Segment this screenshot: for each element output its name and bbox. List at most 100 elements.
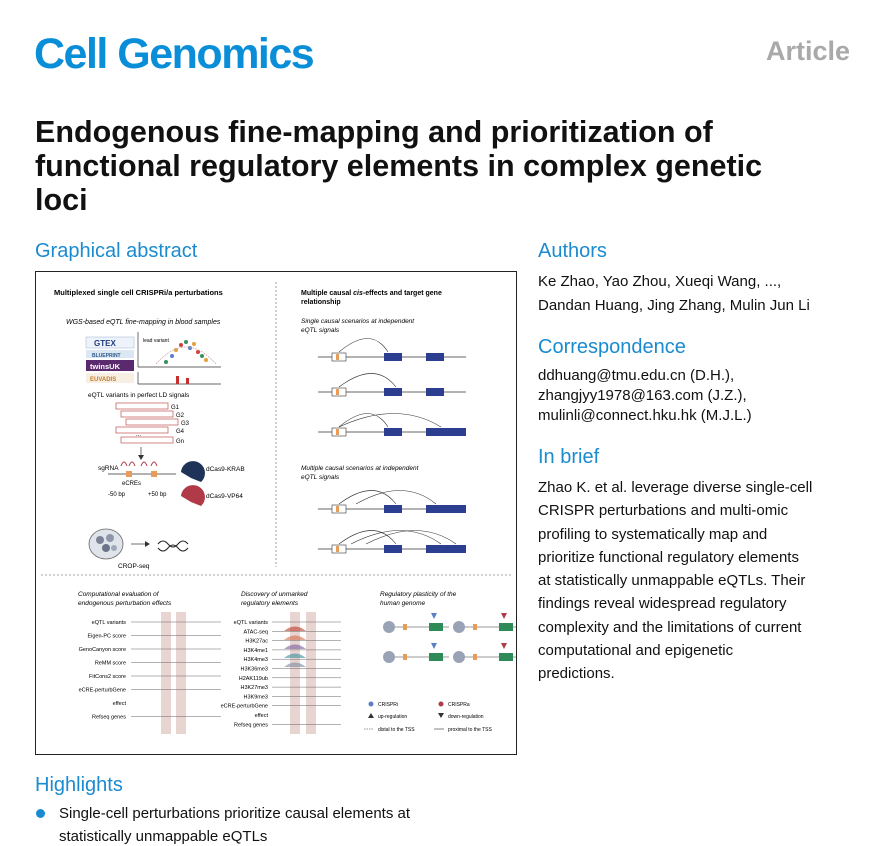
panel4-tracks: eQTL variantsATAC-seqH3K27acH3K4me1H3K4m… bbox=[221, 620, 341, 728]
mini-gene bbox=[499, 623, 513, 631]
regulatory-arc bbox=[338, 413, 389, 428]
lead-variant-label: lead variant bbox=[143, 338, 169, 344]
highlight-text: Single-cell perturbations prioritize cau… bbox=[59, 802, 495, 846]
regulatory-arc bbox=[338, 530, 397, 545]
dcas9-vp64-icon bbox=[181, 485, 205, 506]
in-brief-heading: In brief bbox=[538, 446, 600, 468]
track-label: Eigen-PC score bbox=[87, 634, 126, 640]
gene-block bbox=[384, 353, 402, 361]
regulatory-arc bbox=[365, 530, 457, 545]
track-label: eCRE-perturbGene bbox=[79, 688, 126, 694]
legend-down: down-regulation bbox=[448, 714, 484, 720]
track-label: H3K27me3 bbox=[240, 685, 268, 691]
panel3-title: Computational evaluation of bbox=[78, 591, 160, 598]
sgrna-label: sgRNA bbox=[98, 465, 119, 472]
regulation-arrow bbox=[431, 643, 437, 649]
brief-line: Zhao K. et al. leverage diverse single-c… bbox=[538, 479, 813, 496]
dcas9-icon bbox=[453, 651, 465, 663]
track-label: Refseq genes bbox=[234, 722, 268, 728]
track-label: H3K4me3 bbox=[244, 657, 268, 663]
journal-logo: Cell Genomics bbox=[34, 30, 315, 78]
signal-peak bbox=[284, 626, 306, 631]
causal-element bbox=[336, 354, 339, 360]
panel5-title-2: human genome bbox=[380, 600, 426, 607]
gene-block bbox=[426, 428, 466, 436]
group-ellipsis: ... bbox=[136, 432, 141, 438]
gene-block bbox=[426, 545, 466, 553]
correspondence-list: ddhuang@tmu.edu.cn (D.H.), zhangjyy1978@… bbox=[538, 366, 858, 426]
highlight-line: Single-cell perturbations prioritize cau… bbox=[59, 805, 411, 822]
plasticity-diagrams bbox=[383, 613, 519, 663]
highlights-heading: Highlights bbox=[35, 774, 123, 796]
brief-line: computational and epigenetic bbox=[538, 642, 734, 660]
group-gn: Gn bbox=[176, 439, 184, 445]
brief-line: findings reveal widespread regulatory bbox=[538, 595, 787, 613]
regulatory-arc bbox=[338, 490, 397, 505]
track-label: H3K36me3 bbox=[240, 667, 268, 673]
brief-line: at statistically unmappable eQTLs. Their bbox=[538, 572, 806, 590]
track-label: ReMM score bbox=[95, 661, 126, 667]
multi-causal-label: Multiple causal scenarios at independent bbox=[301, 465, 420, 472]
panel3-title-2: endogenous perturbation effects bbox=[78, 600, 172, 607]
mini-gene bbox=[499, 653, 513, 661]
gene-block bbox=[426, 353, 444, 361]
signal-peak bbox=[284, 662, 306, 667]
email-link[interactable]: zhangjyy1978@163.com (J.Z.), bbox=[538, 387, 747, 404]
email-link[interactable]: ddhuang@tmu.edu.cn (D.H.), bbox=[538, 367, 735, 384]
track-label: ATAC-seq bbox=[243, 629, 268, 635]
panel5-title: Regulatory plasticity of the bbox=[380, 591, 457, 598]
regulation-arrow bbox=[431, 613, 437, 619]
multi-causal-label-2: eQTL signals bbox=[301, 474, 340, 481]
graphical-abstract-heading: Graphical abstract bbox=[35, 240, 198, 262]
brief-line: CRISPR perturbations and multi-omic bbox=[538, 502, 789, 520]
panel4-title: Discovery of unmarked bbox=[241, 591, 308, 598]
track-label: eCRE-perturbGene bbox=[221, 704, 268, 710]
email-link[interactable]: mulinli@connect.hku.hk (M.J.L.) bbox=[538, 407, 752, 424]
highlight-band bbox=[176, 612, 186, 734]
authors-line: Dandan Huang, Jing Zhang, Mulin Jun Li bbox=[538, 297, 810, 314]
highlight-band bbox=[161, 612, 171, 734]
track-label: eQTL variants bbox=[92, 620, 127, 626]
plus50-label: +50 bp bbox=[148, 492, 167, 498]
mini-element bbox=[403, 654, 407, 660]
causal-element bbox=[336, 389, 339, 395]
group-g4: G4 bbox=[176, 429, 185, 435]
graphical-abstract-figure: Multiplexed single cell CRISPRi/a pertur… bbox=[35, 271, 519, 755]
sequencing-icon bbox=[157, 540, 189, 552]
panel2-title: Multiple causal cis-effects and target g… bbox=[301, 290, 442, 297]
krab-label: dCas9-KRAB bbox=[206, 466, 245, 473]
dcas9-icon bbox=[453, 621, 465, 633]
regulation-arrow bbox=[501, 613, 507, 619]
vp64-label: dCas9-VP64 bbox=[206, 493, 243, 500]
regulatory-arc bbox=[350, 530, 442, 545]
minus50-label: -50 bp bbox=[108, 492, 126, 498]
dcas9-icon bbox=[383, 621, 395, 633]
highlight-band bbox=[306, 612, 316, 734]
fine-mapping-plot: lead variant bbox=[137, 332, 221, 385]
authors-line: Ke Zhao, Yao Zhou, Xueqi Wang, ..., bbox=[538, 273, 782, 290]
track-label: H2AK119ub bbox=[239, 676, 268, 682]
legend-crispra: CRISPRa bbox=[448, 702, 470, 708]
graphical-abstract-svg: Multiplexed single cell CRISPRi/a pertur… bbox=[41, 282, 519, 734]
legend-proximal: proximal to the TSS bbox=[448, 727, 492, 733]
arrow-head bbox=[138, 455, 144, 460]
regulatory-arc bbox=[338, 338, 389, 353]
group-g3: G3 bbox=[181, 421, 190, 427]
ecres-label: eCREs bbox=[122, 481, 141, 487]
causal-element bbox=[336, 506, 339, 512]
ld-groups bbox=[115, 402, 179, 444]
single-causal-label-2: eQTL signals bbox=[301, 327, 340, 334]
track-label: effect bbox=[255, 713, 269, 719]
track-label: FitCons2 score bbox=[89, 674, 126, 680]
brief-line: complexity and the limitations of curren… bbox=[538, 618, 802, 636]
signal-peak bbox=[284, 644, 306, 649]
mini-gene bbox=[429, 623, 443, 631]
dcas9-icon bbox=[383, 651, 395, 663]
gene-block bbox=[426, 388, 444, 396]
regulation-arrow bbox=[501, 643, 507, 649]
highlight-band bbox=[290, 612, 300, 734]
gene-block bbox=[384, 388, 402, 396]
article-type-label: Article bbox=[765, 36, 850, 66]
brief-line: predictions. bbox=[538, 665, 615, 683]
